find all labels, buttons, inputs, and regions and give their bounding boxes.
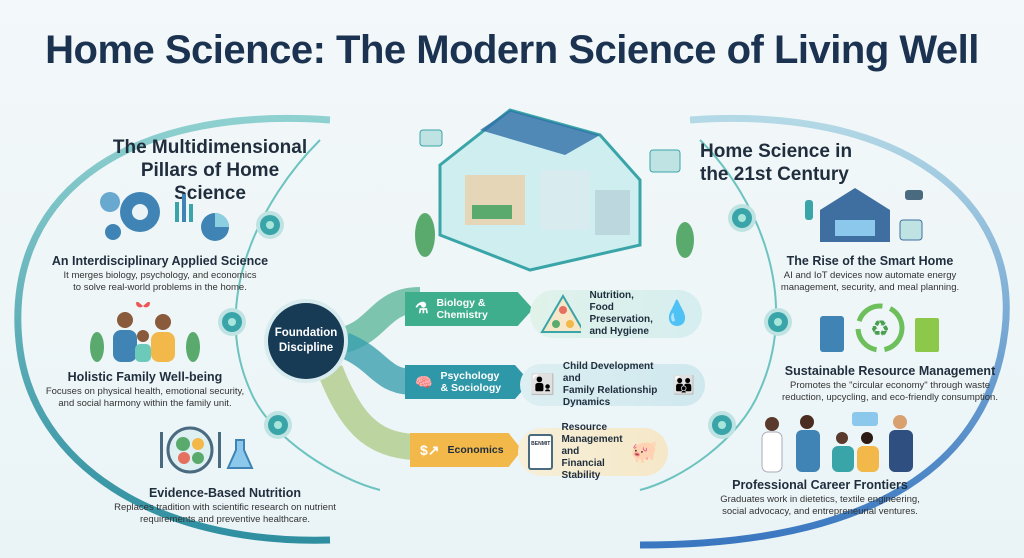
item-desc: Graduates work in dietetics, textile eng… [720, 494, 920, 517]
item-desc: Focuses on physical health, emotional se… [45, 386, 245, 409]
heading-line: The Multidimensional [112, 137, 308, 158]
left-item-family-wellbeing: Holistic Family Well-being Focuses on ph… [45, 370, 245, 410]
branch-label: Biology &Chemistry [436, 297, 488, 321]
family-icon [85, 302, 205, 364]
right-item-sustainable: Sustainable Resource Management Promotes… [770, 364, 1010, 404]
item-title: Evidence-Based Nutrition [148, 486, 302, 500]
item-title: An Interdisciplinary Applied Science [51, 254, 269, 268]
item-desc: Promotes the "circular economy" through … [782, 380, 998, 403]
foundation-discipline-node: Foundation Discipline [268, 303, 344, 379]
clipboard-check-icon: BENMIT [528, 434, 554, 470]
branch-economics: $↗ Economics [410, 433, 522, 467]
parent-child-icon: 👨‍👦 [530, 374, 555, 396]
family-icon: 👪 [672, 375, 695, 395]
plate-flask-icon [148, 418, 258, 476]
heading-line: the 21st Century [700, 164, 849, 185]
timeline-node [260, 215, 280, 235]
piggy-bank-icon: 🐖 [630, 439, 658, 464]
right-section-heading: Home Science in the 21st Century [700, 140, 890, 186]
money-growth-icon: $↗ [420, 442, 440, 458]
left-item-interdisciplinary: An Interdisciplinary Applied Science It … [45, 254, 275, 294]
svg-text:♻: ♻ [870, 316, 890, 341]
right-item-careers: Professional Career Frontiers Graduates … [715, 478, 925, 518]
item-title: The Rise of the Smart Home [786, 254, 954, 268]
smart-home-icon [800, 180, 930, 246]
left-section-heading: The Multidimensional Pillars of Home Sci… [110, 136, 310, 205]
professionals-icon [752, 410, 922, 474]
timeline-node [732, 208, 752, 228]
item-title: Professional Career Frontiers [732, 478, 908, 492]
gears-chart-icon [95, 182, 235, 244]
timeline-node [712, 415, 732, 435]
timeline-node [268, 415, 288, 435]
food-pyramid-icon [540, 294, 582, 333]
heading-line: Pillars of Home Science [140, 160, 280, 204]
water-drops-icon: 💧 [662, 300, 692, 327]
heading-line: Home Science in [700, 141, 853, 162]
item-title: Holistic Family Well-being [67, 370, 223, 384]
item-title: Sustainable Resource Management [784, 364, 996, 378]
item-desc: It merges biology, psychology, and econo… [63, 270, 257, 293]
branch-label: Psychology& Sociology [440, 370, 502, 394]
smart-house-illustration [400, 95, 710, 275]
branch-psychology-sociology: 🧠 Psychology& Sociology [405, 365, 530, 399]
item-desc: Replaces tradition with scientific resea… [114, 502, 336, 525]
brain-icon: 🧠 [415, 374, 433, 390]
left-item-nutrition: Evidence-Based Nutrition Replaces tradit… [95, 486, 355, 526]
flask-leaf-icon: ⚗ [415, 300, 429, 317]
timeline-node [768, 312, 788, 332]
page-title: Home Science: The Modern Science of Livi… [45, 28, 979, 72]
timeline-node [222, 312, 242, 332]
right-item-smart-home: The Rise of the Smart Home AI and IoT de… [765, 254, 975, 294]
recycle-icon: ♻ [815, 298, 945, 356]
branch-label: Economics [447, 444, 504, 456]
branch-biology-chemistry: ⚗ Biology &Chemistry [405, 292, 533, 326]
